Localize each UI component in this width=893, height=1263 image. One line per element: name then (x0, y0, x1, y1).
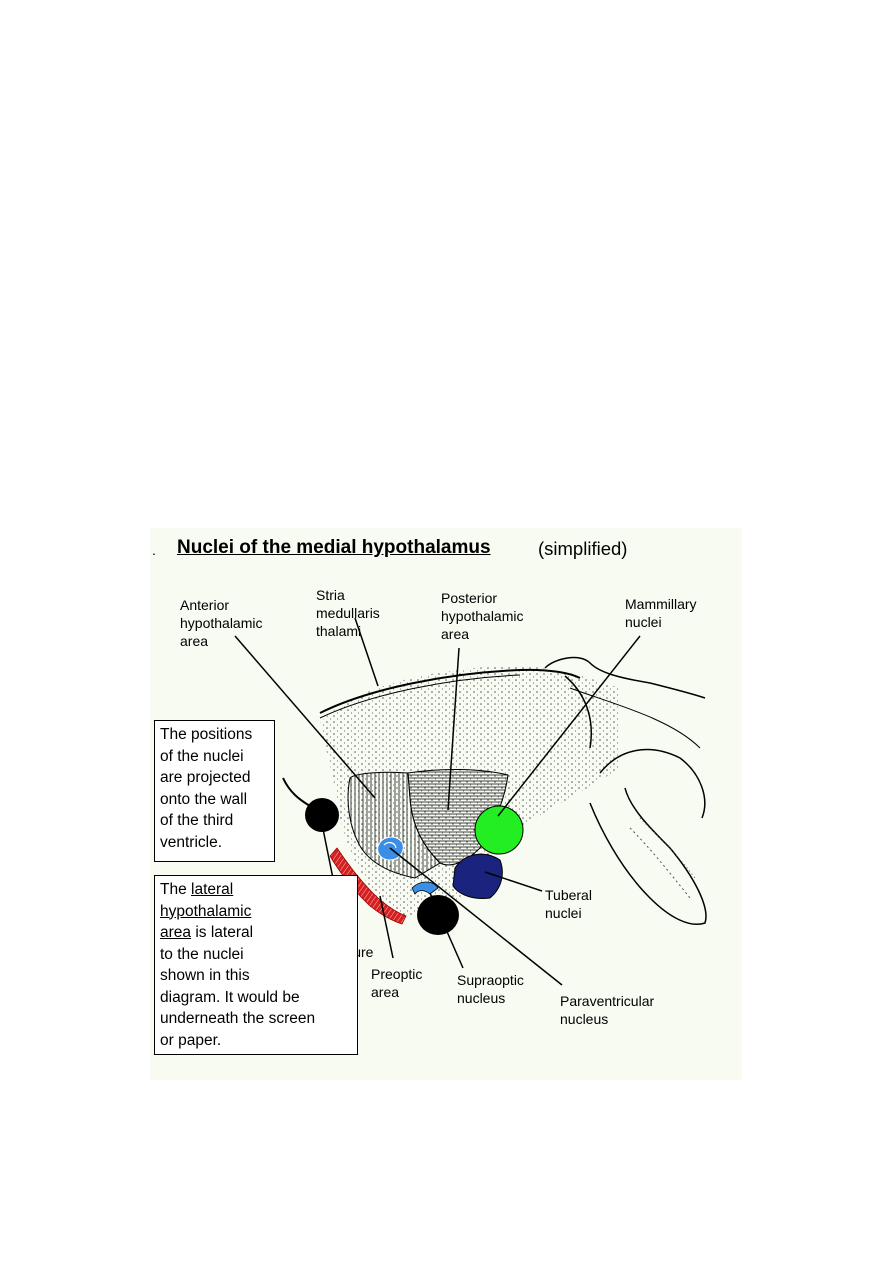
label-supraoptic-nucleus: Supraoptic nucleus (457, 972, 524, 1006)
anterior-hypothalamic-area-shape (347, 771, 441, 879)
leader-anterior-hypothalamic (234, 635, 376, 799)
supraoptic-nucleus-shape (417, 895, 459, 935)
leader-tuberal (484, 871, 543, 892)
figure-subtitle: (simplified) (538, 538, 628, 559)
hypothalamus-figure: . Nuclei of the medial hypothalamus (sim… (150, 528, 742, 1080)
hypothalamus-diagram (234, 617, 707, 986)
note-lateral-hypothalamic-area: The lateral hypothalamic area is lateral… (154, 875, 358, 1055)
label-mammillary-nuclei: Mammillary nuclei (625, 596, 697, 630)
label-stria-medullaris-thalami: Stria medullaris thalami (316, 587, 380, 639)
leader-stria (354, 617, 379, 687)
figure-title: Nuclei of the medial hypothalamus (177, 537, 491, 558)
label-tuberal-nuclei: Tuberal nuclei (545, 887, 592, 921)
leader-paraventricular (389, 847, 563, 986)
label-anterior-hypothalamic-area: Anterior hypothalamic area (180, 597, 263, 649)
leader-preoptic (379, 895, 394, 959)
title-bullet: . (152, 542, 156, 558)
brainstem-outline (589, 787, 707, 925)
label-posterior-hypothalamic-area: Posterior hypothalamic area (441, 590, 524, 642)
tuberal-nuclei-shape (452, 853, 503, 899)
stria-medullaris-line (319, 668, 581, 714)
note-positions: The positions of the nuclei are projecte… (154, 720, 275, 862)
posterior-outline (544, 656, 706, 699)
leader-posterior-hypothalamic (447, 647, 460, 811)
mammillary-nuclei-shape (474, 805, 524, 855)
label-paraventricular-nucleus: Paraventricular nucleus (560, 993, 655, 1027)
label-preoptic-area: Preoptic area (371, 966, 423, 1000)
leader-mammillary (497, 635, 641, 817)
leader-supraoptic (429, 892, 464, 969)
anterior-commissure-shape (305, 798, 339, 832)
